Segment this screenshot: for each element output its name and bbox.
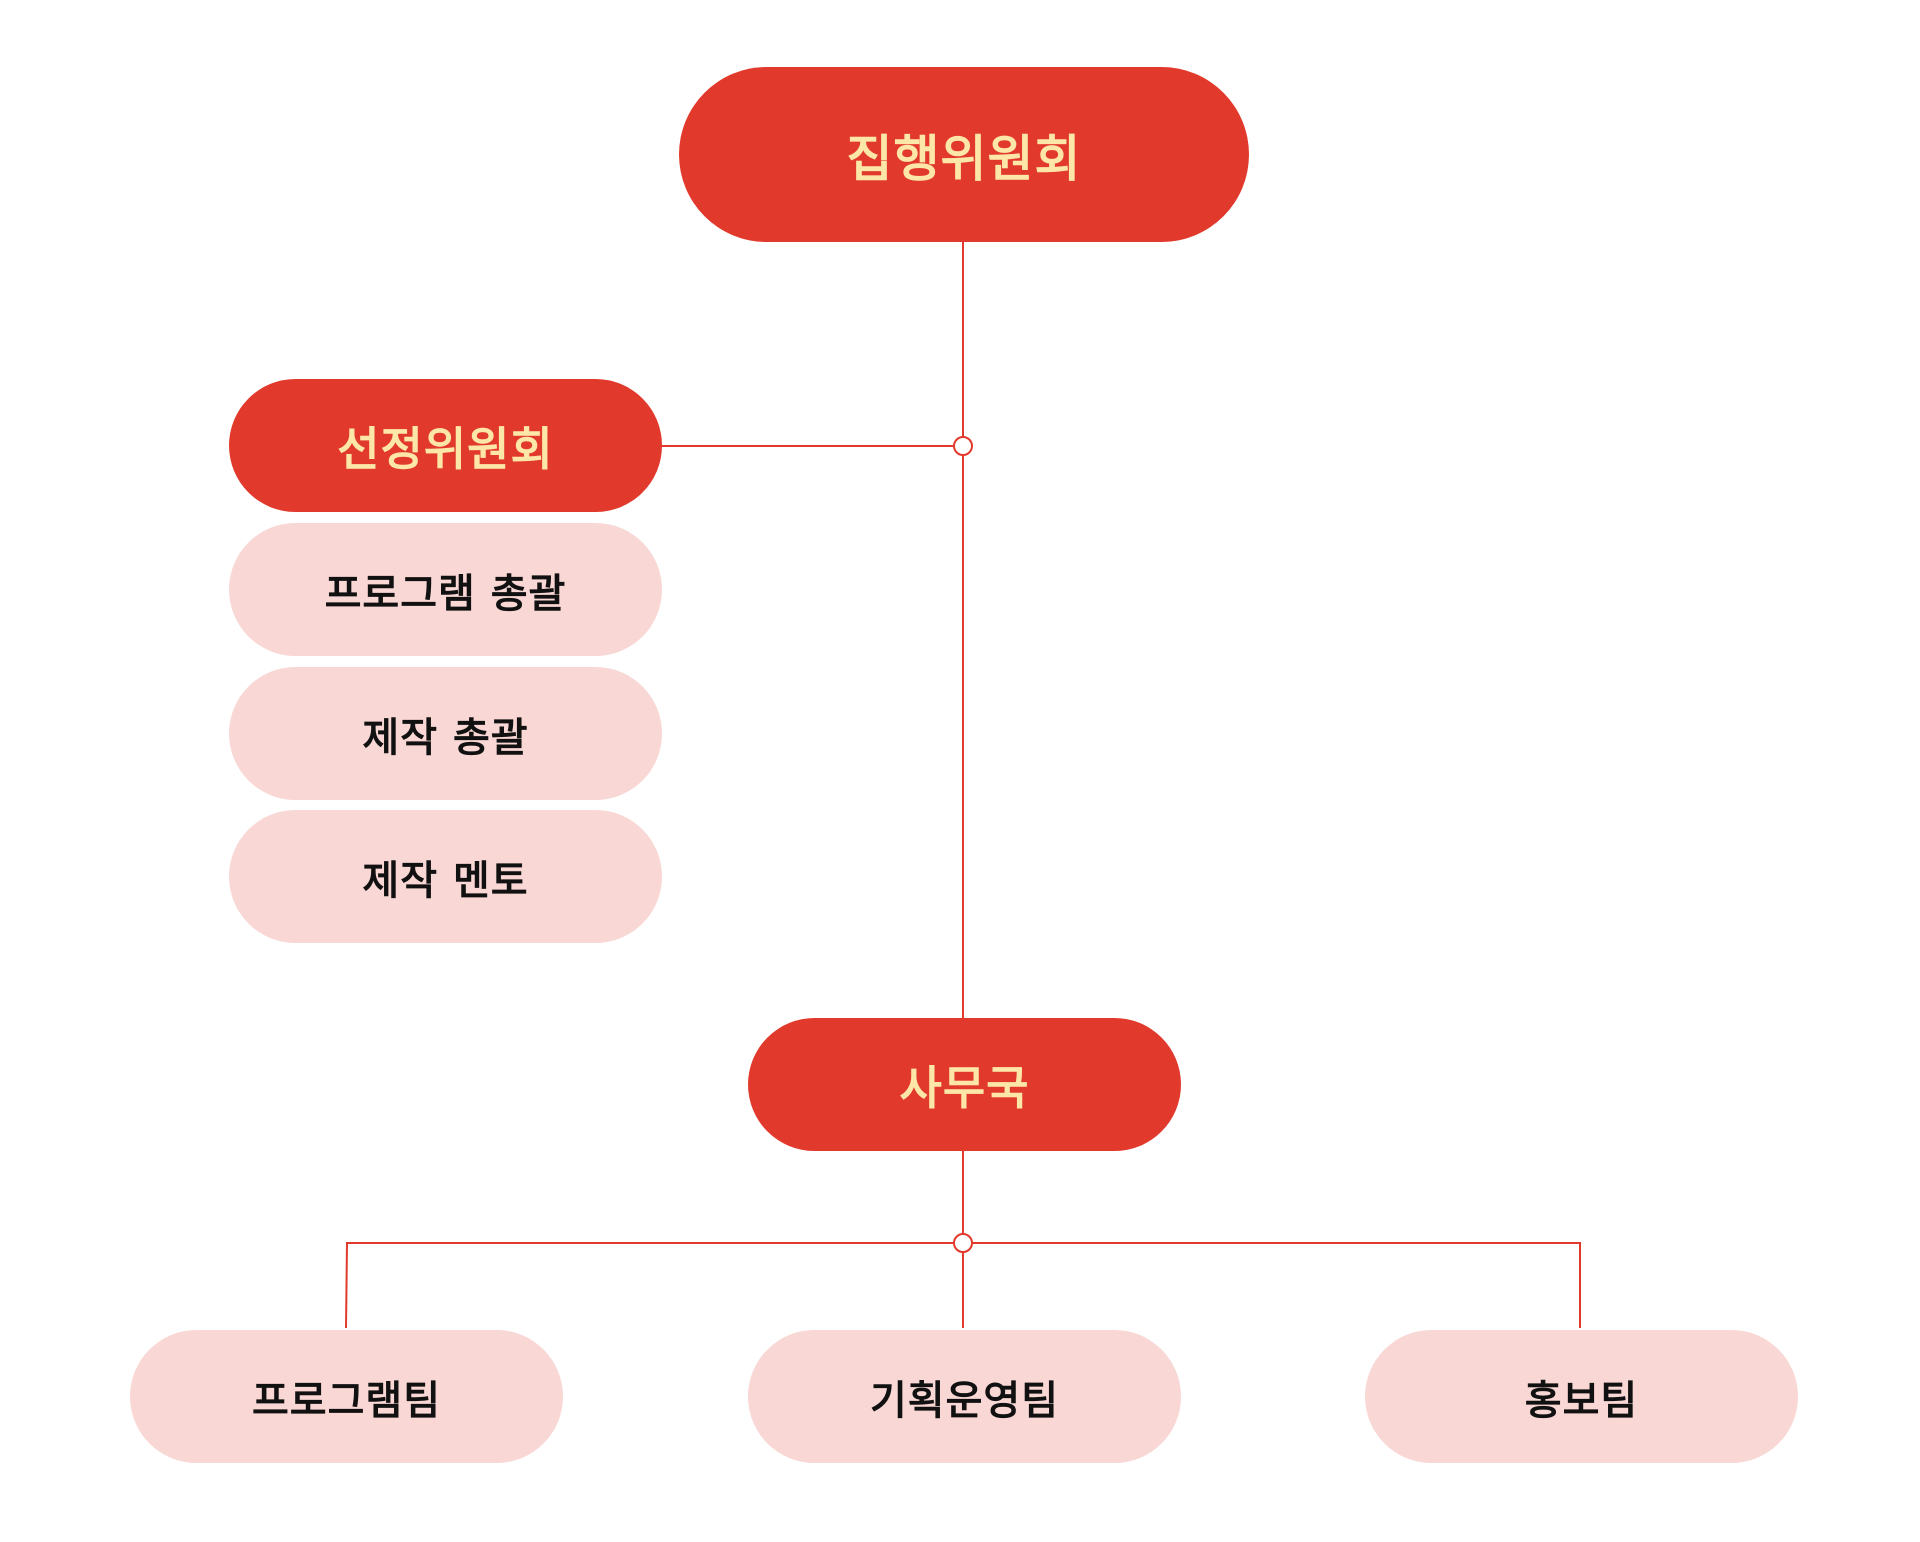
junction-dot-selection (953, 436, 973, 456)
team-publicity-node: 홍보팀 (1365, 1330, 1798, 1463)
team-planning-operations-node: 기획운영팀 (748, 1330, 1181, 1463)
team-program-label: 프로그램팀 (252, 1377, 441, 1424)
role-program-director-node: 프로그램 총괄 (229, 523, 662, 656)
role-production-mentor-node: 제작 멘토 (229, 810, 662, 943)
selection-committee-node: 선정위원회 (229, 379, 662, 512)
executive-committee-label: 집행위원회 (846, 129, 1082, 188)
role-production-mentor-label: 제작 멘토 (362, 857, 529, 904)
team-program-node: 프로그램팀 (130, 1330, 563, 1463)
selection-committee-label: 선정위원회 (337, 421, 554, 476)
secretariat-node: 사무국 (748, 1018, 1181, 1151)
junction-dot-teams (953, 1233, 973, 1253)
team-publicity-label: 홍보팀 (1524, 1377, 1639, 1424)
role-production-director-label: 제작 총괄 (362, 714, 529, 761)
secretariat-label: 사무국 (899, 1060, 1030, 1115)
role-production-director-node: 제작 총괄 (229, 667, 662, 800)
executive-committee-node: 집행위원회 (679, 67, 1249, 242)
team-planning-operations-label: 기획운영팀 (870, 1377, 1059, 1424)
role-program-director-label: 프로그램 총괄 (324, 570, 567, 617)
